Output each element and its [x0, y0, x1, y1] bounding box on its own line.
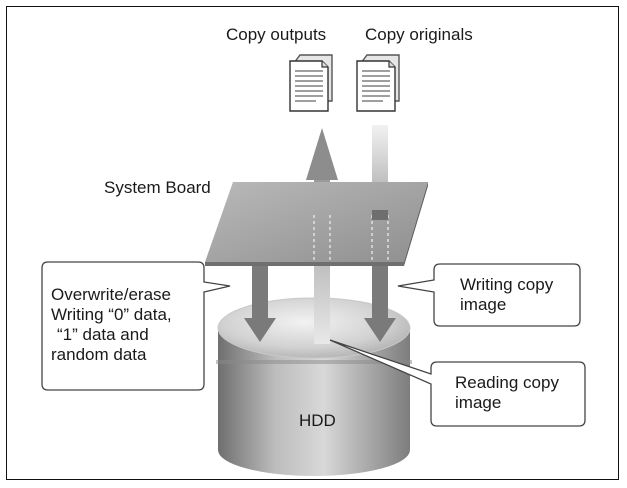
- reading-line-2: image: [455, 393, 502, 412]
- system-board-label: System Board: [104, 178, 211, 197]
- board-passages: [313, 215, 389, 262]
- original-document-icon: [356, 54, 400, 112]
- overwrite-line-2: Writing “0” data,: [51, 305, 172, 324]
- writing-callout-box: [397, 263, 581, 327]
- overwrite-line-3: “1” data and: [57, 325, 149, 344]
- reading-line-1: Reading copy: [455, 373, 559, 392]
- overwrite-line-1: Overwrite/erase: [51, 285, 171, 304]
- write-arrow-head: [364, 318, 396, 342]
- writing-line-1: Writing copy: [460, 275, 554, 294]
- diagram-frame: [6, 6, 619, 480]
- output-document-icon: [289, 54, 333, 112]
- system-board: [205, 182, 428, 266]
- overwrite-line-4: random data: [51, 345, 147, 364]
- overwrite-callout-text: Overwrite/erase Writing “0” data, “1” da…: [51, 285, 172, 365]
- overwrite-callout-box: [41, 261, 231, 391]
- writing-callout-text: Writing copy image: [460, 275, 553, 315]
- hdd-label: HDD: [299, 411, 336, 430]
- reading-callout-box: [329, 339, 586, 427]
- reading-callout-text: Reading copy image: [455, 373, 559, 413]
- overwrite-arrow: [244, 266, 276, 342]
- writing-line-2: image: [460, 295, 507, 314]
- copy-outputs-label: Copy outputs: [226, 25, 327, 44]
- copy-originals-label: Copy originals: [365, 25, 473, 44]
